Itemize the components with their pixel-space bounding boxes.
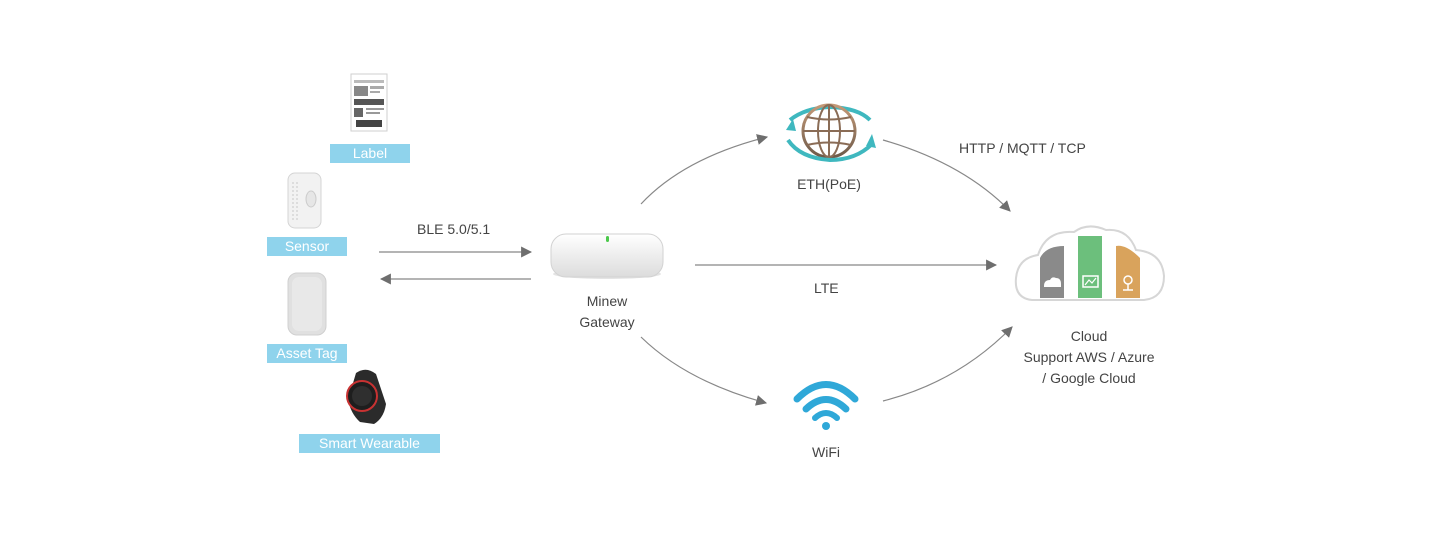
smart-wearable-device-icon — [346, 369, 386, 424]
gateway-label: Minew Gateway — [558, 291, 656, 333]
label-badge: Label — [330, 144, 410, 163]
gateway-to-eth-arrow — [640, 134, 769, 205]
gateway-label-line2: Gateway — [579, 314, 635, 330]
label-device-icon — [350, 73, 388, 132]
eth-to-cloud-arrow — [882, 139, 1011, 212]
wifi-icon — [793, 381, 859, 430]
sensor-badge: Sensor — [267, 237, 347, 256]
eth-label: ETH(PoE) — [797, 176, 861, 192]
globe-icon — [786, 103, 876, 163]
asset-tag-badge: Asset Tag — [267, 344, 347, 363]
gateway-label-line1: Minew — [586, 293, 628, 309]
protocols-label: HTTP / MQTT / TCP — [959, 140, 1086, 156]
cloud-label-line1: Cloud — [1070, 328, 1108, 344]
sensor-device-icon — [287, 172, 322, 229]
cloud-label-line3: / Google Cloud — [1042, 370, 1136, 386]
gateway-to-wifi-arrow — [640, 336, 768, 406]
ble-label: BLE 5.0/5.1 — [417, 221, 491, 237]
cloud-icon — [1014, 225, 1166, 301]
cloud-label: Cloud Support AWS / Azure / Google Cloud — [1000, 326, 1178, 389]
gateway-device-icon — [550, 233, 664, 279]
cloud-label-line2: Support AWS / Azure — [1023, 349, 1155, 365]
lte-label: LTE — [814, 280, 839, 296]
asset-tag-device-icon — [287, 272, 327, 336]
smart-wearable-badge: Smart Wearable — [299, 434, 440, 453]
wifi-label: WiFi — [812, 444, 840, 460]
wifi-to-cloud-arrow — [882, 326, 1013, 402]
